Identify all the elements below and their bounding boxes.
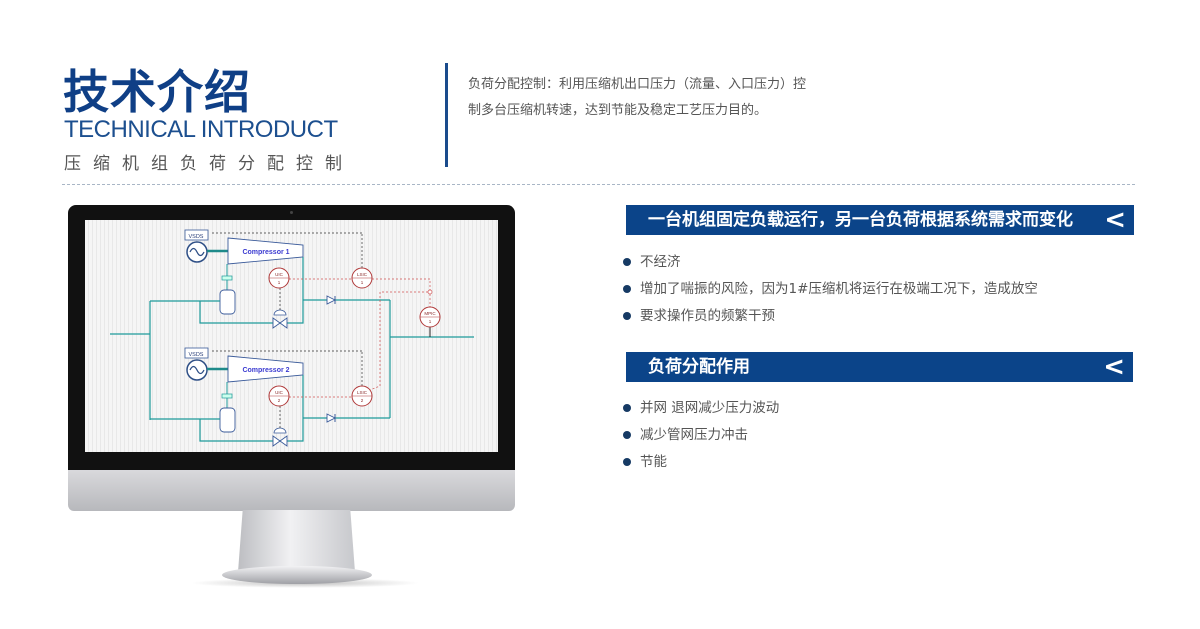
uic-1-num: 1 (278, 280, 281, 285)
monitor-stand (238, 510, 355, 572)
page-title: 技术介绍 (63, 65, 251, 119)
section-header-load-sharing: 负荷分配作用 < (626, 352, 1133, 382)
list-item: 节能 (622, 449, 779, 476)
list-item: 增加了喘振的风险，因为1#压缩机将运行在极端工况下，造成放空 (622, 276, 1038, 303)
compressor-1-label: Compressor 1 (242, 249, 289, 256)
dashed-divider (62, 184, 1135, 185)
vsds-label-2: VSDS (189, 352, 204, 358)
mpic-tag: MPIC (424, 311, 436, 316)
uic-2-num: 2 (278, 398, 281, 403)
lsic-2-tag: LSIC (357, 390, 368, 395)
list-item: 并网 退网减少压力波动 (622, 395, 779, 422)
list-item: 不经济 (622, 249, 1038, 276)
list-item: 减少管网压力冲击 (622, 422, 779, 449)
subtitle-cn: 压缩机组负荷分配控制 (64, 154, 354, 174)
lsic-2-num: 2 (361, 398, 364, 403)
compressor-2-label: Compressor 2 (242, 367, 289, 374)
uic-1-tag: UIC (275, 272, 284, 277)
process-diagram: VSDS VSDS Compressor 1 Compressor 2 UIC … (110, 228, 474, 448)
benefits-list: 并网 退网减少压力波动 减少管网压力冲击 节能 (622, 395, 779, 476)
monitor-base (222, 566, 372, 584)
divider (445, 63, 448, 167)
subtitle-en: TECHNICAL INTRODUCT (64, 116, 338, 143)
uic-2-tag: UIC (275, 390, 284, 395)
vsds-label-1: VSDS (189, 234, 204, 240)
chevron-left-icon: < (1104, 205, 1126, 235)
camera-icon (290, 211, 293, 214)
lsic-1-num: 1 (361, 280, 364, 285)
mpic-num: 1 (429, 319, 432, 324)
lsic-1-tag: LSIC (357, 272, 368, 277)
section-header-fixed-load: 一台机组固定负载运行，另一台负荷根据系统需求而变化 < (626, 205, 1134, 235)
compressor-unit-2 (148, 346, 392, 448)
chevron-left-icon: < (1103, 352, 1125, 382)
section-title: 负荷分配作用 (648, 357, 750, 377)
monitor-screen (85, 220, 498, 452)
section-title: 一台机组固定负载运行，另一台负荷根据系统需求而变化 (648, 210, 1073, 230)
drawbacks-list: 不经济 增加了喘振的风险，因为1#压缩机将运行在极端工况下，造成放空 要求操作员… (622, 249, 1038, 330)
description: 负荷分配控制：利用压缩机出口压力（流量、入口压力）控制多台压缩机转速，达到节能及… (468, 77, 807, 118)
compressor-unit-1 (148, 228, 392, 330)
list-item: 要求操作员的频繁干预 (622, 303, 1038, 330)
monitor-chin (68, 470, 515, 511)
